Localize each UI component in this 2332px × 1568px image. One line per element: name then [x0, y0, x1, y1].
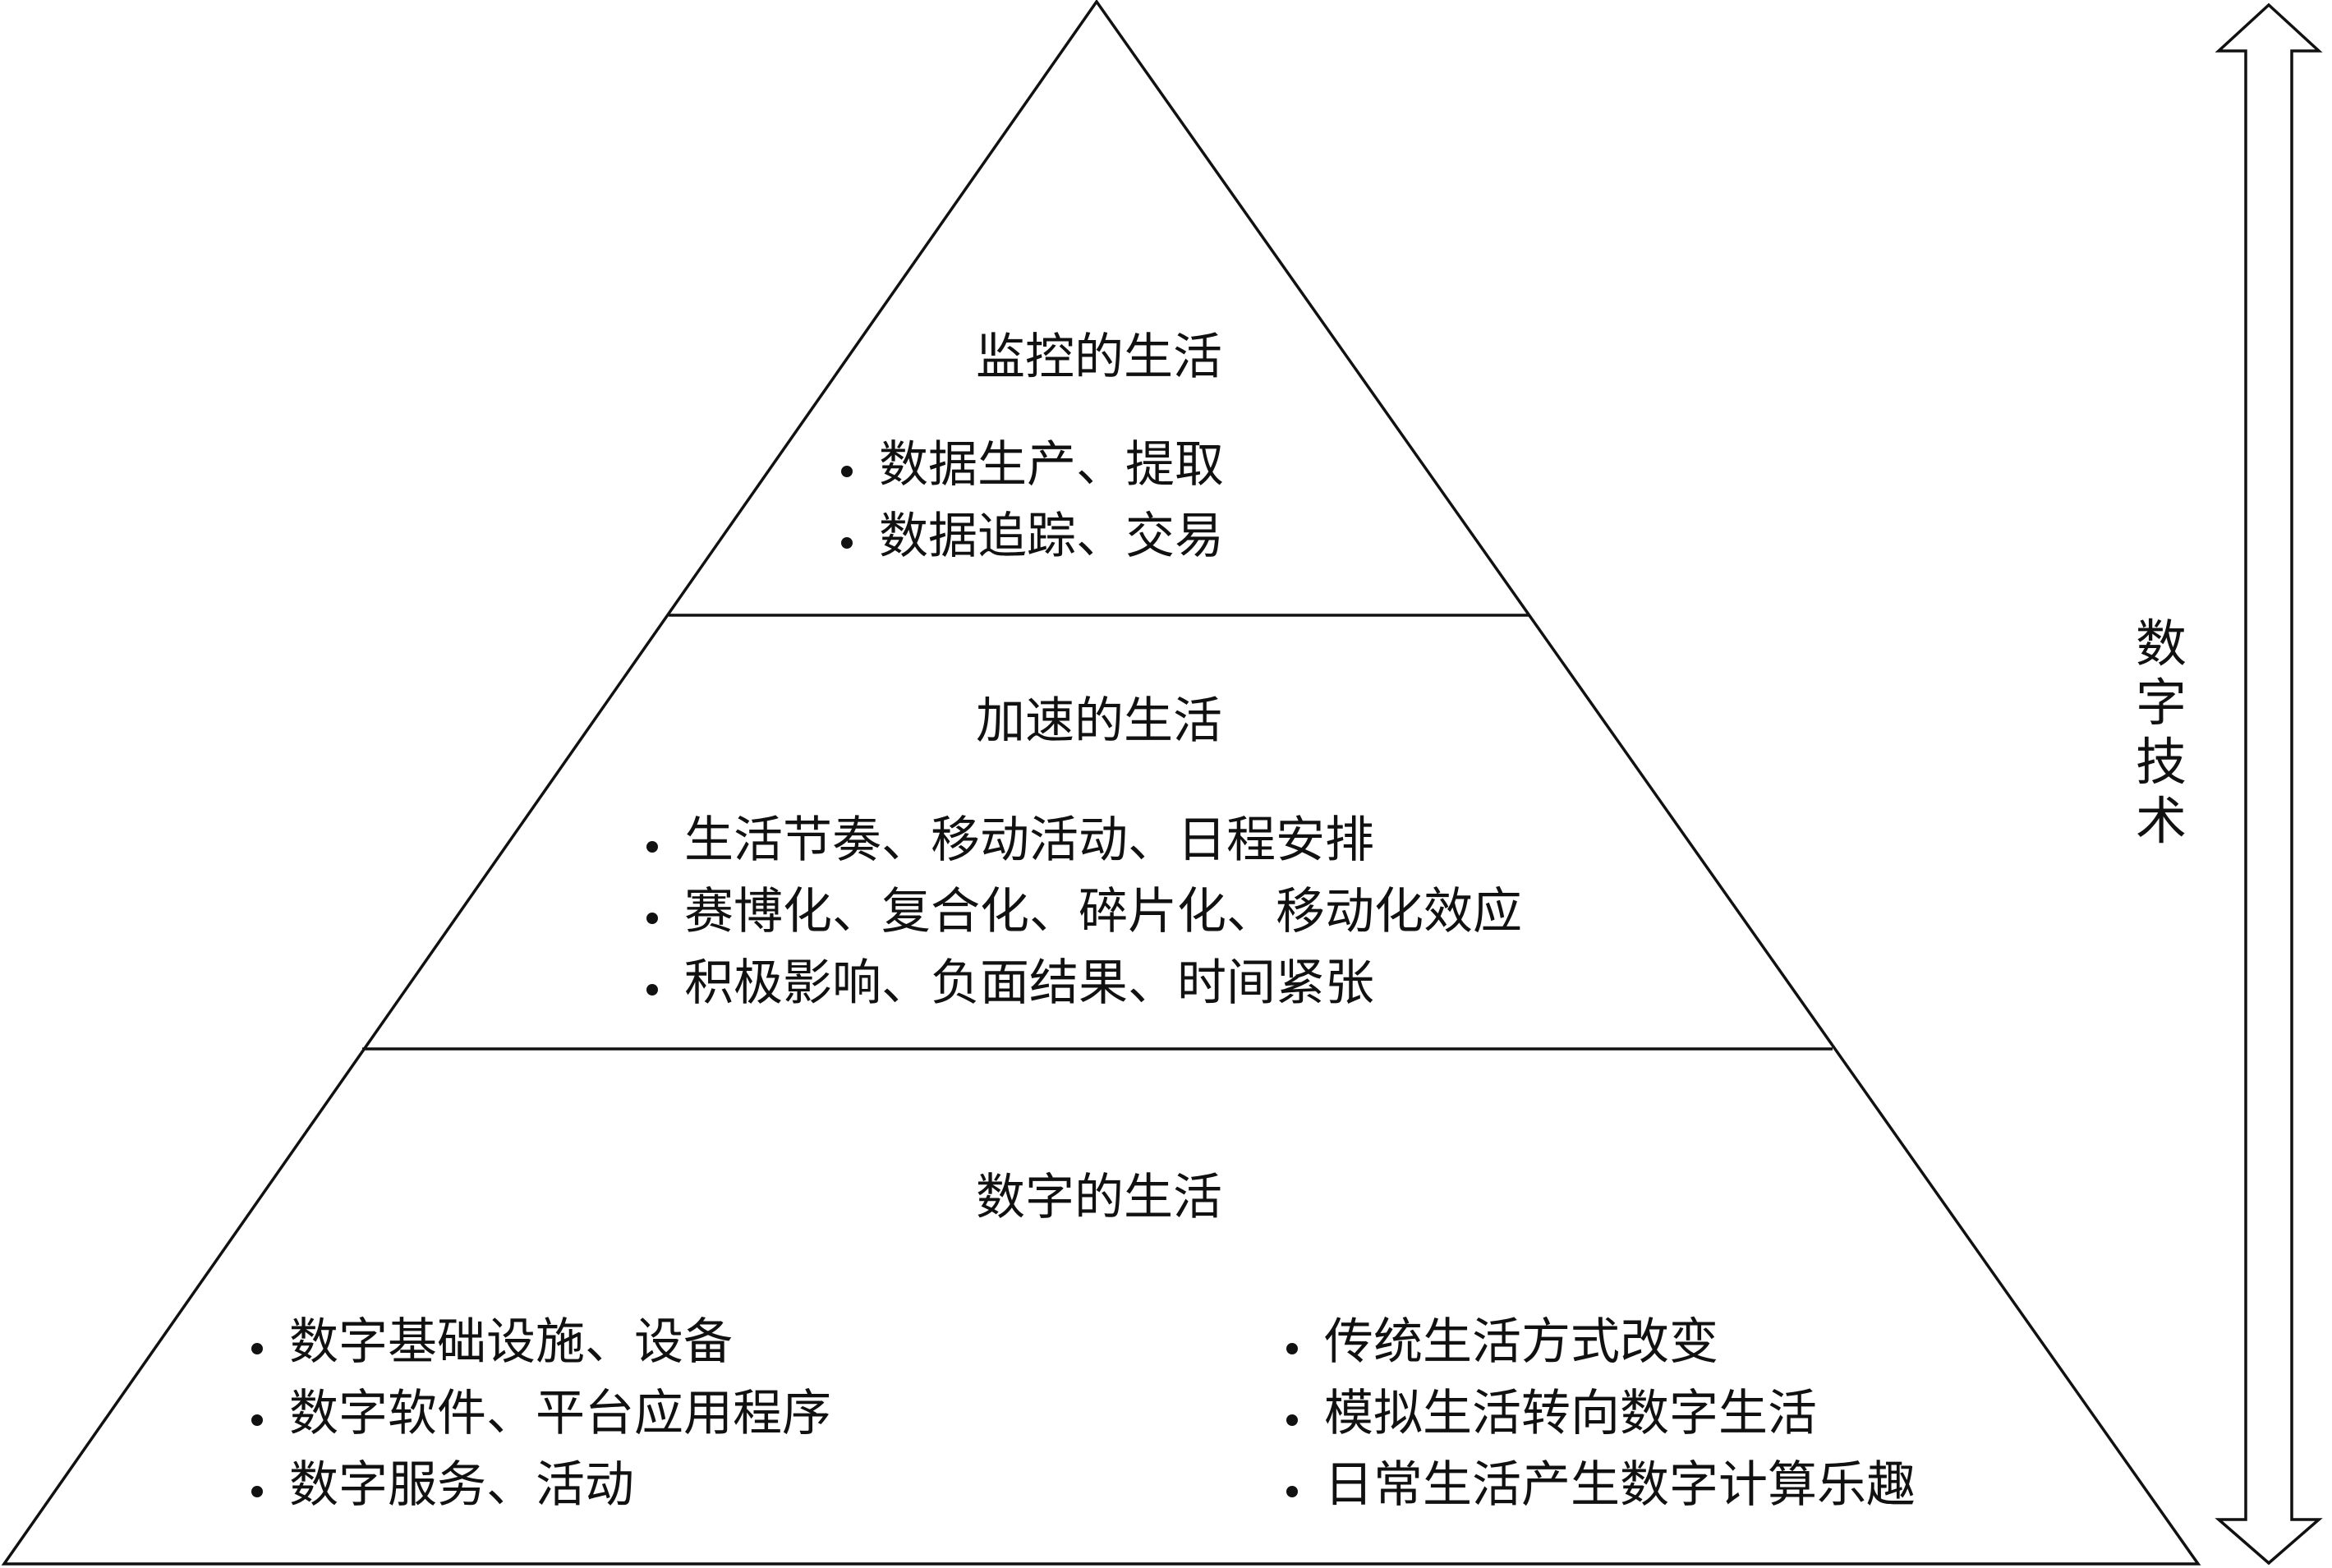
tier-title-digital-life: 数字的生活: [976, 1169, 1222, 1226]
list-item: 生活节奏、移动活动、日程安排: [642, 805, 1522, 876]
tier-title-monitored-life: 监控的生活: [976, 329, 1222, 386]
list-item: 积极影响、负面结果、时间紧张: [642, 948, 1522, 1019]
side-label-char: 技: [2135, 732, 2187, 792]
list-item: 数字软件、平台应用程序: [246, 1378, 831, 1450]
list-item: 数字基础设施、设备: [246, 1307, 831, 1378]
tier-list-monitored-life: 数据生产、提取 数据追踪、交易: [836, 430, 1224, 572]
side-label-char: 数: [2135, 614, 2187, 674]
side-arrow-label: 数 字 技 术: [2132, 614, 2191, 851]
tier-list-digital-life-left: 数字基础设施、设备 数字软件、平台应用程序 数字服务、活动: [246, 1307, 831, 1521]
list-item: 数据生产、提取: [836, 430, 1224, 501]
tier-title-accelerated-life: 加速的生活: [976, 692, 1222, 750]
list-item: 赛博化、复合化、碎片化、移动化效应: [642, 876, 1522, 948]
pyramid-outline: [1, 0, 2201, 1566]
list-item: 数字服务、活动: [246, 1450, 831, 1521]
list-item: 传统生活方式改变: [1281, 1307, 1916, 1378]
double-arrow-icon: [2215, 2, 2323, 1566]
list-item: 日常生活产生数字计算乐趣: [1281, 1450, 1916, 1521]
side-label-char: 术: [2135, 791, 2187, 851]
list-item: 模拟生活转向数字生活: [1281, 1378, 1916, 1450]
list-item: 数据追踪、交易: [836, 501, 1224, 572]
tier-list-digital-life-right: 传统生活方式改变 模拟生活转向数字生活 日常生活产生数字计算乐趣: [1281, 1307, 1916, 1521]
side-label-char: 字: [2135, 673, 2187, 733]
tier-list-accelerated-life: 生活节奏、移动活动、日程安排 赛博化、复合化、碎片化、移动化效应 积极影响、负面…: [642, 805, 1522, 1019]
